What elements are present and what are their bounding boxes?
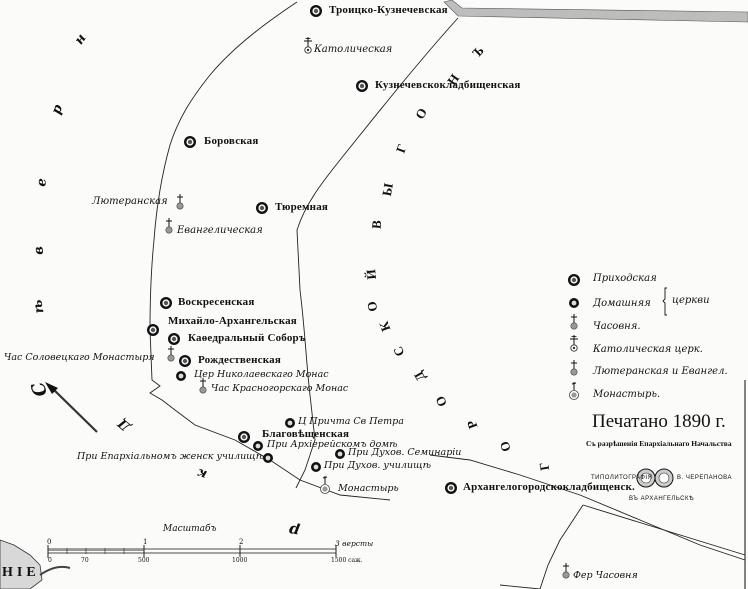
chapel-icon [167,345,175,362]
parish-church-icon [238,431,250,443]
home-church-icon [335,449,345,459]
label-pri-dukhov-uchilishche: При Духов. училищѣ [324,460,431,471]
parish-church-icon [445,482,457,494]
scale-title: Масштабъ [163,524,217,534]
scale-tick-bottom-2: 500 [138,557,150,564]
legend-lyuteranskaya-evang: Лютеранская и Евангел. [593,366,728,377]
parish-church-icon [179,355,191,367]
parish-church-icon [168,333,180,345]
scale-tick-bottom-1: 70 [81,557,89,564]
label-lyuteranskaya: Лютеранская [92,196,168,207]
label-ts-prichta-sv-petra: Ц Причта Св Петра [298,416,404,427]
label-tyuremnaya: Тюремная [275,201,329,213]
scale-tick-top-1: 1 [143,538,148,546]
home-church-icon [176,371,186,381]
parish-church-icon [356,80,368,92]
chapel-icon [562,562,570,579]
label-troitsko-kuznechevskaya: Троицко-Кузнечевская [329,4,448,16]
scale-tick-bottom-0: 0 [48,557,52,564]
print-year-title: Печатано 1890 г. [592,411,726,432]
label-chas-solovetskago: Час Соловецкаго Монастыря [4,352,155,363]
label-tser-nikolaevskago: Цер Николаевскаго Монас [194,369,329,380]
label-fer-chasovnya: Фер Часовня [573,570,638,581]
label-kuznechevskokladbishchenskaya: Кузнечевскокладбищенская [375,79,521,91]
home-church-icon [311,462,321,472]
label-kafedralny-sobor: Каѳедральный Соборъ [188,332,306,344]
river-label-fragment: НІЕ [2,565,40,580]
boundary-lines [149,1,746,589]
legend-lutheran-icon [570,359,578,376]
north-arrow [45,382,98,433]
printer-seal-icon [636,468,674,488]
parish-church-icon [310,5,322,17]
catholic-church-icon [303,36,313,54]
printer-name-left: ТИПОЛИТОГРАФІЯ [591,475,653,481]
river-bank-top [443,0,748,23]
parish-church-icon [184,136,196,148]
scale-tick-top-0: 0 [47,538,52,546]
scale-tick-top-3: 3 версты [335,539,374,548]
legend-domashnyaya: Домашняя [593,298,651,309]
legend-catholic-icon [569,334,579,352]
scale-bar [47,545,337,558]
parish-church-icon [147,324,159,336]
legend-parish-icon [568,274,580,286]
legend-monastyr: Монастырь. [593,389,661,400]
lutheran-church-icon [165,217,173,234]
legend-chapel-icon [570,313,578,330]
label-pri-arkhiereyskom-dome: При Архіерейскомъ домѣ [267,439,398,450]
printer-city: ВЪ АРХАНГЕЛЬСКѢ [629,496,695,502]
permission-text: Съ разрѣшенія Епархіальнаго Начальства [586,439,732,448]
label-pri-eparkhialnom-uchilishche: При Епархіальномъ женск училищѣ [77,451,265,462]
printer-name-right: В. ЧЕРЕПАНОВА [677,475,732,481]
label-arkhangelogorodskokladbishchensk: Архангелогородскокладбищенск. [463,481,636,493]
label-blagoveshchenskaya: Благовѣщенская [262,428,350,440]
label-katolicheskaya: Католическая [314,44,393,55]
chapel-icon [199,377,207,394]
scale-tick-bottom-4: 1500 саж. [331,557,363,564]
home-church-icon [263,453,273,463]
label-chas-krasnogorskago: Час Красногорскаго Монас [211,383,349,394]
home-church-icon [253,441,263,451]
label-mikhaylo-arkhangelskaya: Михайло-Архангельская [168,315,297,327]
parish-church-icon [256,202,268,214]
label-rozhdestvenskaya: Рождественская [198,354,281,366]
label-voskresenskaya: Воскресенская [178,296,255,308]
home-church-icon [285,418,295,428]
label-borovskaya: Боровская [204,135,259,147]
legend-monastery-icon [569,381,579,400]
legend-tserkvi: церкви [672,295,710,306]
lutheran-church-icon [176,193,184,210]
scale-tick-bottom-3: 1000 [232,557,248,564]
label-monastyr: Монастырь [338,483,399,494]
legend-katolicheskaya-tserk: Католическая церк. [593,344,703,355]
monastery-icon [320,475,330,494]
legend-chasovnya: Часовня. [593,321,641,332]
legend-home-icon [569,298,579,308]
parish-church-icon [160,297,172,309]
scale-tick-top-2: 2 [239,538,244,546]
label-pri-dukhov-seminarii: При Духов. Семинаріи [348,447,462,458]
label-evangelicheskaya: Евангелическая [177,225,263,236]
legend-prikhodskaya: Приходская [593,273,657,284]
